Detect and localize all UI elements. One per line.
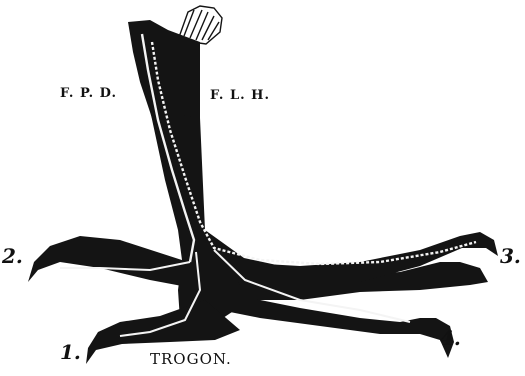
- label-digit-3: 3.: [500, 244, 521, 268]
- digit-2-toe: [28, 236, 188, 286]
- digit-4-toe: [230, 296, 454, 358]
- tarsus-lower: [150, 110, 488, 330]
- figure-caption: TROGON.: [150, 350, 232, 368]
- label-flh: F. L. H.: [210, 88, 270, 103]
- label-digit-4: 4.: [440, 326, 461, 350]
- label-fpd: F. P. D.: [60, 86, 117, 101]
- label-digit-2: 2.: [2, 244, 23, 268]
- label-digit-1: 1.: [60, 340, 81, 364]
